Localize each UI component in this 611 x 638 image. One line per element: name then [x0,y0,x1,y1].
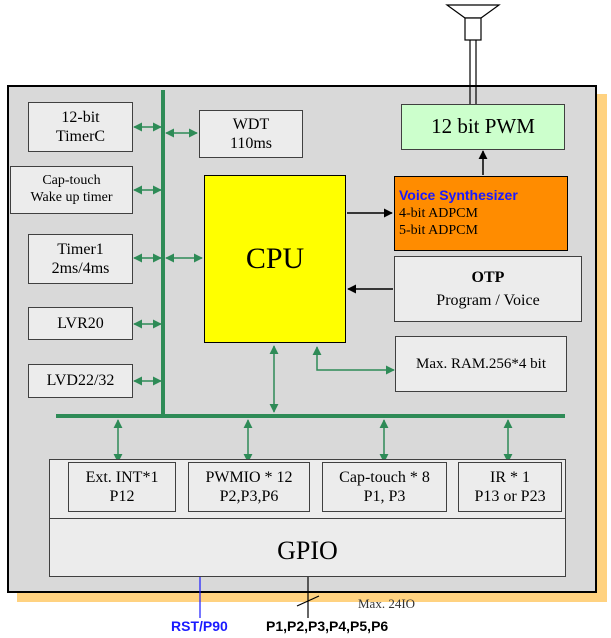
speaker-icon [445,4,501,104]
timer1-line2: 2ms/4ms [51,260,110,277]
cpu-label: CPU [245,242,305,275]
pwmio-block: PWMIO * 12 P2,P3,P6 [188,462,310,512]
voice-line2: 5-bit ADPCM [399,222,478,238]
otp-block: OTP Program / Voice [394,256,582,322]
captouch-line1: Cap-touch * 8 [339,468,430,486]
lvd-block: LVD22/32 [28,364,133,398]
voice-line1: 4-bit ADPCM [399,206,478,222]
max-io-label: Max. 24IO [358,596,416,611]
internal-bus [56,90,565,418]
ram-label: Max. RAM.256*4 bit [415,356,546,372]
ram-block: Max. RAM.256*4 bit [395,336,567,392]
wdt-line1: WDT [232,115,270,133]
timer1-block: Timer1 2ms/4ms [28,234,133,284]
ir-line1: IR * 1 [490,468,530,486]
voice-synthesizer-block: Voice Synthesizer 4-bit ADPCM 5-bit ADPC… [394,176,568,251]
control-arrows [347,150,488,294]
wdt-block: WDT 110ms [199,110,303,158]
captouch-block: Cap-touch * 8 P1, P3 [322,462,447,512]
voice-synthesizer-title: Voice Synthesizer [399,187,518,204]
otp-title: OTP [471,268,505,286]
captouch-timer-line1: Cap-touch [42,173,101,189]
ext-int-line2: P12 [109,488,135,505]
timerc-block: 12-bit TimerC [28,102,133,152]
lvd-label: LVD22/32 [46,372,115,390]
gpio-label: GPIO [277,535,338,565]
bus-arrows [113,122,513,463]
captouch-line2: P1, P3 [363,488,406,505]
wdt-line2: 110ms [229,135,273,152]
gpio-divider [49,518,566,519]
cpu-block: CPU [204,175,346,343]
ir-line2: P13 or P23 [474,488,546,505]
ext-int-block: Ext. INT*1 P12 [68,462,176,512]
pwmio-line1: PWMIO * 12 [205,468,293,486]
pwm-label: 12 bit PWM [431,114,535,139]
timerc-line1: 12-bit [61,108,100,126]
lvr-label: LVR20 [57,314,104,332]
captouch-timer-line2: Wake up timer [30,190,113,205]
port-pins-label: P1,P2,P3,P4,P5,P6 [266,618,389,634]
captouch-wakeup-timer-block: Cap-touch Wake up timer [10,166,133,214]
rst-pin-label: RST/P90 [171,618,228,634]
ext-int-line1: Ext. INT*1 [85,468,159,486]
timerc-line2: TimerC [55,128,106,145]
otp-subtitle: Program / Voice [436,292,540,309]
lvr-block: LVR20 [28,307,133,340]
ir-block: IR * 1 P13 or P23 [458,462,562,512]
pwm-block: 12 bit PWM [401,104,565,150]
pwmio-line2: P2,P3,P6 [219,488,279,505]
timer1-line1: Timer1 [57,240,104,258]
pin-lines [199,577,320,618]
